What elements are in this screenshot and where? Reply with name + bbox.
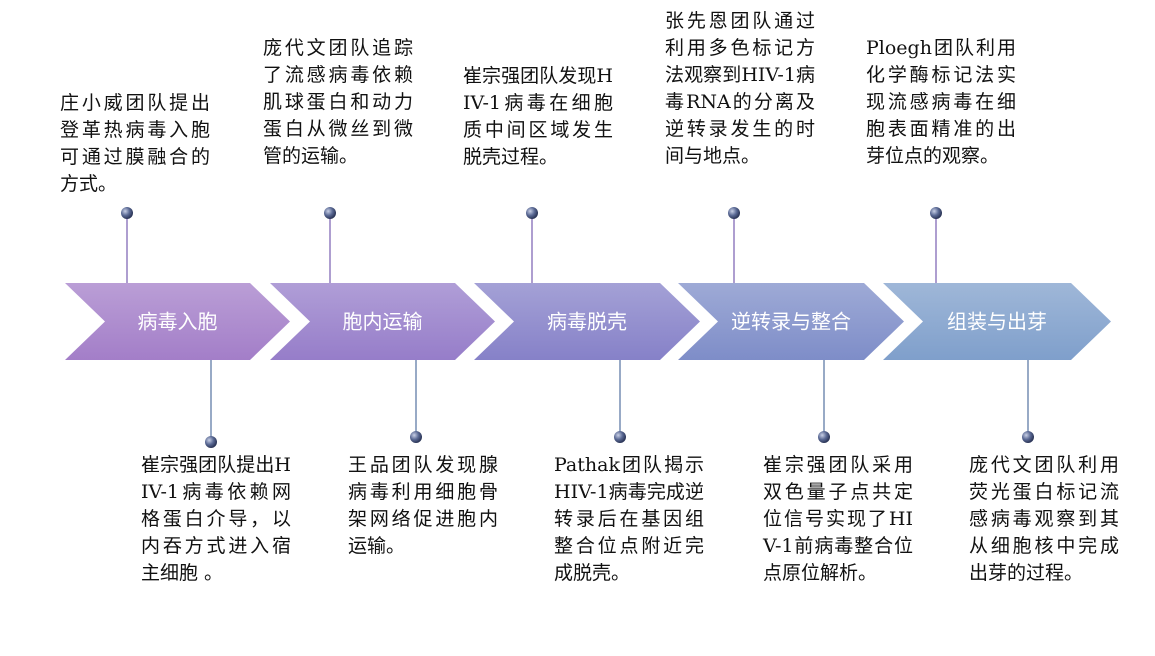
stage-label: 病毒脱壳 [547,310,627,334]
connector-dot [614,431,626,443]
stage-label: 组装与出芽 [947,310,1047,334]
stage-label: 病毒入胞 [138,310,218,334]
stage-chevron [883,283,1111,360]
top-note: Ploegh团队利用化学酶标记法实现流感病毒在细胞表面精准的出芽位点的观察。 [866,37,1016,167]
connector-dot [410,431,422,443]
top-note: 张先恩团队通过利用多色标记方法观察到HIV-1病毒RNA的分离及逆转录发生的时间… [665,10,815,167]
stage-chevron [65,283,290,360]
connector-dot [728,207,740,219]
stage-label: 逆转录与整合 [731,310,851,334]
connector-dot [324,207,336,219]
stage-chevron [678,283,904,360]
connector-dot [818,431,830,443]
connector-dot [930,207,942,219]
stage-chevron [474,283,700,360]
bottom-note: 庞代文团队利用荧光蛋白标记流感病毒观察到其从细胞核中完成出芽的过程。 [969,454,1119,584]
connector-dot [1022,431,1034,443]
connector-dot [121,207,133,219]
top-note: 崔宗强团队发现HIV-1病毒在细胞质中间区域发生脱壳过程。 [463,65,613,168]
bottom-note: 王品团队发现腺病毒利用细胞骨架网络促进胞内运输。 [348,454,498,557]
connector-dot [526,207,538,219]
top-note: 庞代文团队追踪了流感病毒依赖肌球蛋白和动力蛋白从微丝到微管的运输。 [263,37,413,167]
stage-chevron [270,283,495,360]
top-note: 庄小威团队提出登革热病毒入胞可通过膜融合的方式。 [60,92,210,195]
bottom-note: 崔宗强团队提出HIV-1病毒依赖网格蛋白介导，以内吞方式进入宿主细胞 。 [141,454,291,584]
stage-label: 胞内运输 [343,310,423,334]
bottom-note: 崔宗强团队采用双色量子点共定位信号实现了HIV-1前病毒整合位点原位解析。 [763,454,913,584]
connector-dot [205,436,217,448]
bottom-note: Pathak团队揭示HIV-1病毒完成逆转录后在基因组整合位点附近完成脱壳。 [554,454,704,584]
